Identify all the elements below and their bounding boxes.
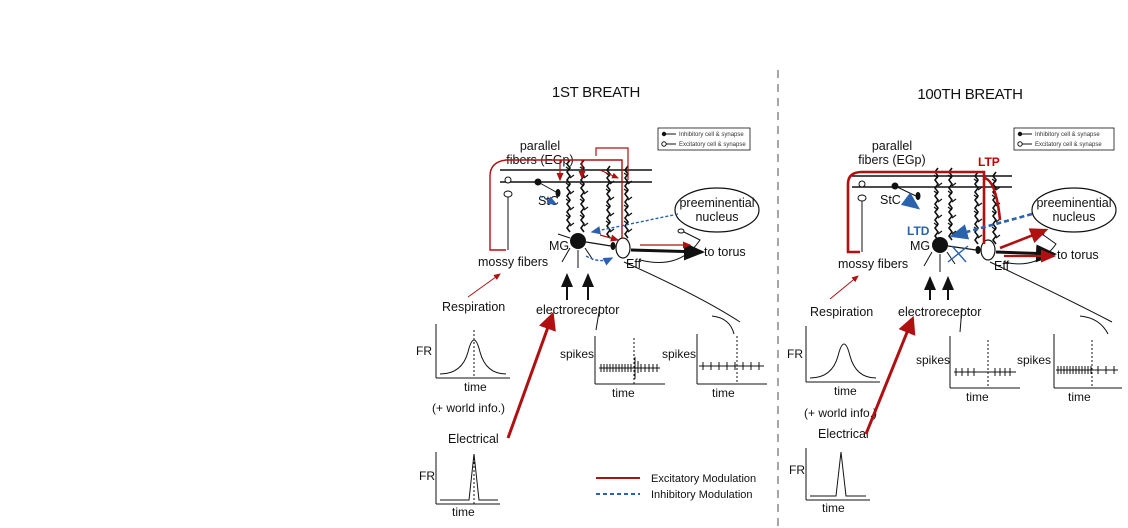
- preeminential-nucleus: [674, 187, 760, 233]
- left-title: 1ST BREATH: [552, 84, 640, 101]
- time-label-spikes-1: time: [612, 386, 635, 400]
- eff-dendrite: [973, 171, 983, 245]
- right-electrical-plot: FR time: [789, 448, 870, 515]
- right-parallel-label: parallel: [872, 139, 912, 153]
- right-spikes-plot-1: spikes time: [916, 336, 1020, 404]
- right-title: 100TH BREATH: [917, 86, 1022, 103]
- time-label-bottom: time: [452, 505, 475, 519]
- parallel-label: parallel: [520, 139, 560, 153]
- legend-inhibitory-text: Inhibitory Modulation: [651, 489, 753, 501]
- right-time-label-top: time: [834, 384, 857, 398]
- left-spikes-plot-2: spikes time: [662, 334, 767, 400]
- mg-dendrite: [579, 159, 589, 233]
- preeminential-label-2: nucleus: [695, 210, 738, 224]
- respiration-arrow: [467, 273, 501, 298]
- right-spikes-plot-2: spikes time: [1017, 334, 1122, 404]
- left-legend-excitatory: Excitatory cell & synapse: [679, 142, 746, 148]
- right-mg-cell: [932, 237, 948, 253]
- inhibitory-path: [539, 195, 558, 205]
- granule-cell: [504, 176, 512, 184]
- spikes-label-2: spikes: [662, 347, 696, 361]
- to-torus-label: to torus: [704, 245, 746, 259]
- excitatory-path: [489, 159, 623, 251]
- right-spikes-label-2: spikes: [1017, 353, 1051, 367]
- right-fr-label-bottom: FR: [789, 463, 805, 477]
- electrical-label: Electrical: [448, 432, 499, 446]
- stellate-synapse: [555, 189, 561, 197]
- mg-dendrite: [565, 159, 575, 233]
- electrical-plot: FR time: [419, 452, 500, 519]
- right-world-info-label: (+ world info.): [804, 406, 877, 420]
- excitatory-path-strong: [846, 170, 986, 254]
- electroreceptor-label: electroreceptor: [536, 303, 619, 317]
- right-eff-label: Eff: [994, 259, 1010, 273]
- right-time-label-spikes-2: time: [1068, 390, 1091, 404]
- right-to-torus-label: to torus: [1057, 248, 1099, 262]
- time-label-spikes-2: time: [712, 386, 735, 400]
- right-respiration-label: Respiration: [810, 305, 873, 319]
- world-info-label: (+ world info.): [432, 401, 505, 415]
- right-mg-label: MG: [910, 239, 930, 253]
- left-spikes-plot-1: spikes time: [560, 336, 665, 400]
- left-panel: 1ST BREATH Inhibitory cell & synapse Exc…: [416, 84, 767, 519]
- modulation-legend: Excitatory Modulation Inhibitory Modulat…: [596, 473, 756, 501]
- respiration-plot: FR time: [416, 324, 510, 394]
- mg-cell: [570, 233, 586, 249]
- right-fibers-label: fibers (EGp): [858, 153, 925, 167]
- right-small-legend: Inhibitory cell & synapse Excitatory cel…: [1013, 127, 1115, 151]
- inhibitory-path: [585, 255, 614, 266]
- right-electroreceptor-label: electroreceptor: [898, 305, 981, 319]
- eff-label: Eff: [626, 257, 642, 271]
- mg-dendrite: [947, 167, 957, 241]
- inhibitory-path: [590, 213, 679, 235]
- ltp-label: LTP: [978, 155, 1000, 169]
- mg-label: MG: [549, 239, 569, 253]
- right-panel: 100TH BREATH Inhibitory cell & synapse E…: [787, 86, 1122, 515]
- mossy-label: mossy fibers: [478, 255, 548, 269]
- right-preeminential-label-2: nucleus: [1052, 210, 1095, 224]
- right-mossy-label: mossy fibers: [838, 257, 908, 271]
- fr-label-bottom: FR: [419, 469, 435, 483]
- respiration-label: Respiration: [442, 300, 505, 314]
- legend-excitatory-text: Excitatory Modulation: [651, 473, 756, 485]
- right-time-label-spikes-1: time: [966, 390, 989, 404]
- spikes-label-1: spikes: [560, 347, 594, 361]
- right-stc-label: StC: [880, 193, 901, 207]
- electrical-arrow: [506, 311, 556, 439]
- left-legend-inhibitory: Inhibitory cell & synapse: [679, 132, 744, 138]
- preeminential-label-1: preeminential: [679, 196, 754, 210]
- ltd-label: LTD: [907, 224, 930, 238]
- granule-cell: [503, 190, 513, 198]
- right-respiration-plot: FR time: [787, 326, 880, 398]
- right-time-label-bottom: time: [822, 501, 845, 515]
- right-spikes-label-1: spikes: [916, 353, 950, 367]
- fr-label-top: FR: [416, 344, 432, 358]
- eff-cell: [615, 237, 631, 259]
- right-fr-label-top: FR: [787, 347, 803, 361]
- right-preeminential-label-1: preeminential: [1036, 196, 1111, 210]
- right-electrical-label: Electrical: [818, 427, 869, 441]
- time-label-top: time: [464, 380, 487, 394]
- right-legend-inhibitory: Inhibitory cell & synapse: [1035, 132, 1100, 138]
- left-small-legend: Inhibitory cell & synapse Excitatory cel…: [657, 127, 751, 151]
- mg-dendrite: [933, 167, 943, 241]
- right-legend-excitatory: Excitatory cell & synapse: [1035, 142, 1102, 148]
